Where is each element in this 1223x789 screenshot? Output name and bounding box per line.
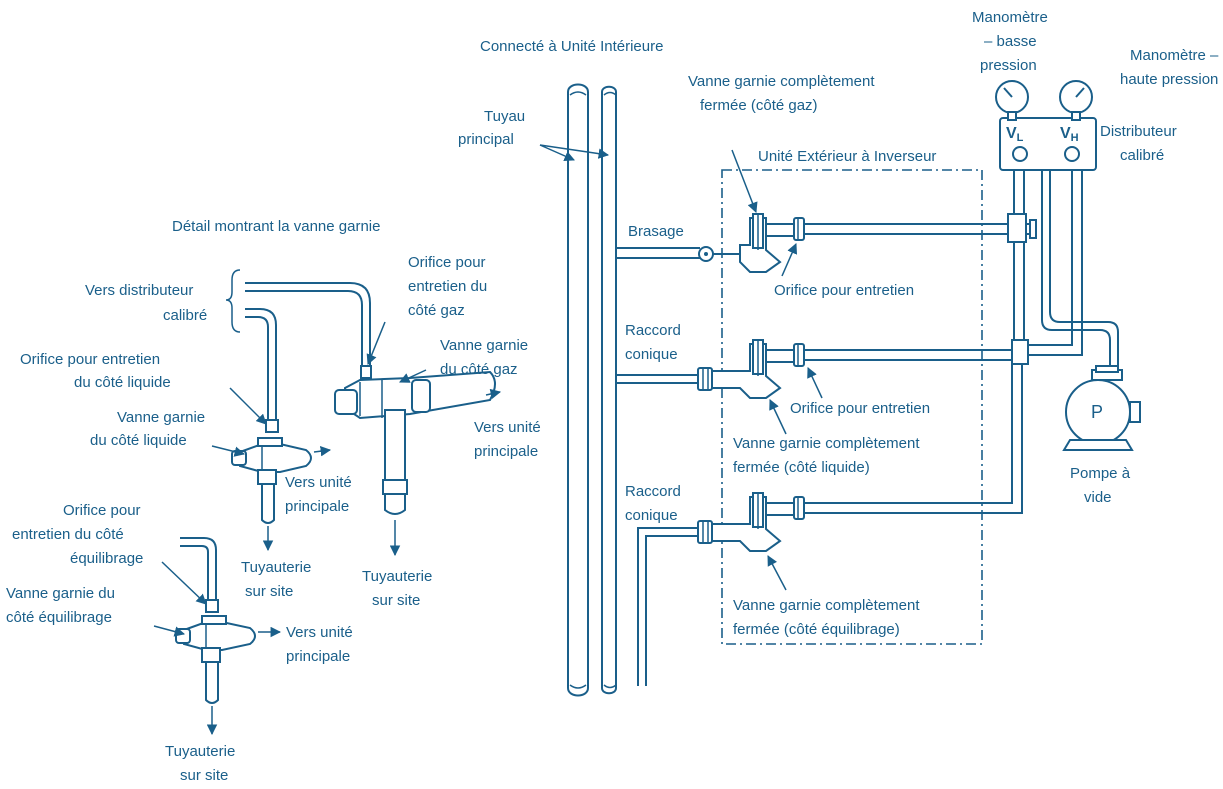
vacuum-pump [1062,365,1141,451]
label-tuy-site-2b: sur site [372,592,420,609]
label-raccord-1b: conique [625,346,678,363]
label-vers-up-gaz-2: principale [474,443,538,460]
label-vers-up-gaz-1: Vers unité [474,419,541,436]
service-hoses [804,170,1119,514]
label-unite-ext: Unité Extérieur à Inverseur [758,148,936,165]
detail-liquid-valve [231,308,312,524]
label-vg-gaz-1: Vanne garnie [440,337,528,354]
label-tuy-site-3b: sur site [180,767,228,784]
label-vh: VH [1060,125,1079,144]
label-vgcf-liq-2: fermée (côté liquide) [733,459,870,476]
label-vg-gaz-2: du côté gaz [440,361,518,378]
label-vers-up-eq-2: principale [286,648,350,665]
label-vgcf-liq-1: Vanne garnie complètement [733,435,920,452]
label-tuyau-1: Tuyau [484,108,525,125]
label-vgcf-gaz-2: fermée (côté gaz) [700,97,818,114]
label-tuy-site-1b: sur site [245,583,293,600]
label-brasage: Brasage [628,223,684,240]
label-raccord-2b: conique [625,507,678,524]
label-pompe-1: Pompe à [1070,465,1131,482]
label-orif-gaz-1: Orifice pour [408,254,486,271]
label-mano-bp-2: – basse [984,33,1037,50]
valve-liquid-closed [711,339,805,399]
label-vers-up-liq-1: Vers unité [285,474,352,491]
label-vgcf-gaz-1: Vanne garnie complètement [688,73,875,90]
detail-equalizing-valve [175,537,256,704]
label-orif-ent-2: Orifice pour entretien [790,400,930,417]
outdoor-unit-boundary [721,169,983,645]
label-distrib-2: calibré [1120,147,1164,164]
label-orif-liq-1: Orifice pour entretien [20,351,160,368]
label-vgcf-eq-2: fermée (côté équilibrage) [733,621,900,638]
label-connecte: Connecté à Unité Intérieure [480,38,663,55]
label-orif-gaz-3: côté gaz [408,302,465,319]
label-raccord-1a: Raccord [625,322,681,339]
leader-lines [153,144,823,736]
manifold [995,80,1097,171]
label-pompe-p: P [1091,402,1103,422]
label-vg-eq-1: Vanne garnie du [6,585,115,602]
label-mano-hp-1: Manomètre – [1130,47,1219,64]
label-orif-liq-2: du côté liquide [74,374,171,391]
label-tuy-site-3a: Tuyauterie [165,743,235,760]
label-vgcf-eq-1: Vanne garnie complètement [733,597,920,614]
label-vg-liq-1: Vanne garnie [117,409,205,426]
label-tuy-site-1a: Tuyauterie [241,559,311,576]
label-orif-eq-2: entretien du côté [12,526,124,543]
label-vg-eq-2: côté équilibrage [6,609,112,626]
label-tuyau-2: principal [458,131,514,148]
label-mano-bp-1: Manomètre [972,9,1048,26]
main-pipes [567,83,617,697]
label-orif-eq-3: équilibrage [70,550,143,567]
label-mano-hp-2: haute pression [1120,71,1218,88]
label-orif-ent-1: Orifice pour entretien [774,282,914,299]
label-tuy-site-2a: Tuyauterie [362,568,432,585]
labels: Connecté à Unité Intérieure Tuyau princi… [6,9,1219,784]
detail-gas-valve [245,282,496,515]
label-vers-up-eq-1: Vers unité [286,624,353,641]
label-detail: Détail montrant la vanne garnie [172,218,380,235]
label-vers-dist-2: calibré [163,307,207,324]
label-distrib-1: Distributeur [1100,123,1177,140]
valve-equalizing-closed [711,492,805,552]
label-raccord-2a: Raccord [625,483,681,500]
branch-pipes [616,246,740,686]
label-vg-liq-2: du côté liquide [90,432,187,449]
label-vers-dist-1: Vers distributeur [85,282,193,299]
label-pompe-2: vide [1084,489,1112,506]
label-mano-bp-3: pression [980,57,1037,74]
label-orif-eq-1: Orifice pour [63,502,141,519]
valve-gas-closed [739,213,805,273]
label-vers-up-liq-2: principale [285,498,349,515]
label-orif-gaz-2: entretien du [408,278,487,295]
label-vl: VL [1006,125,1024,144]
